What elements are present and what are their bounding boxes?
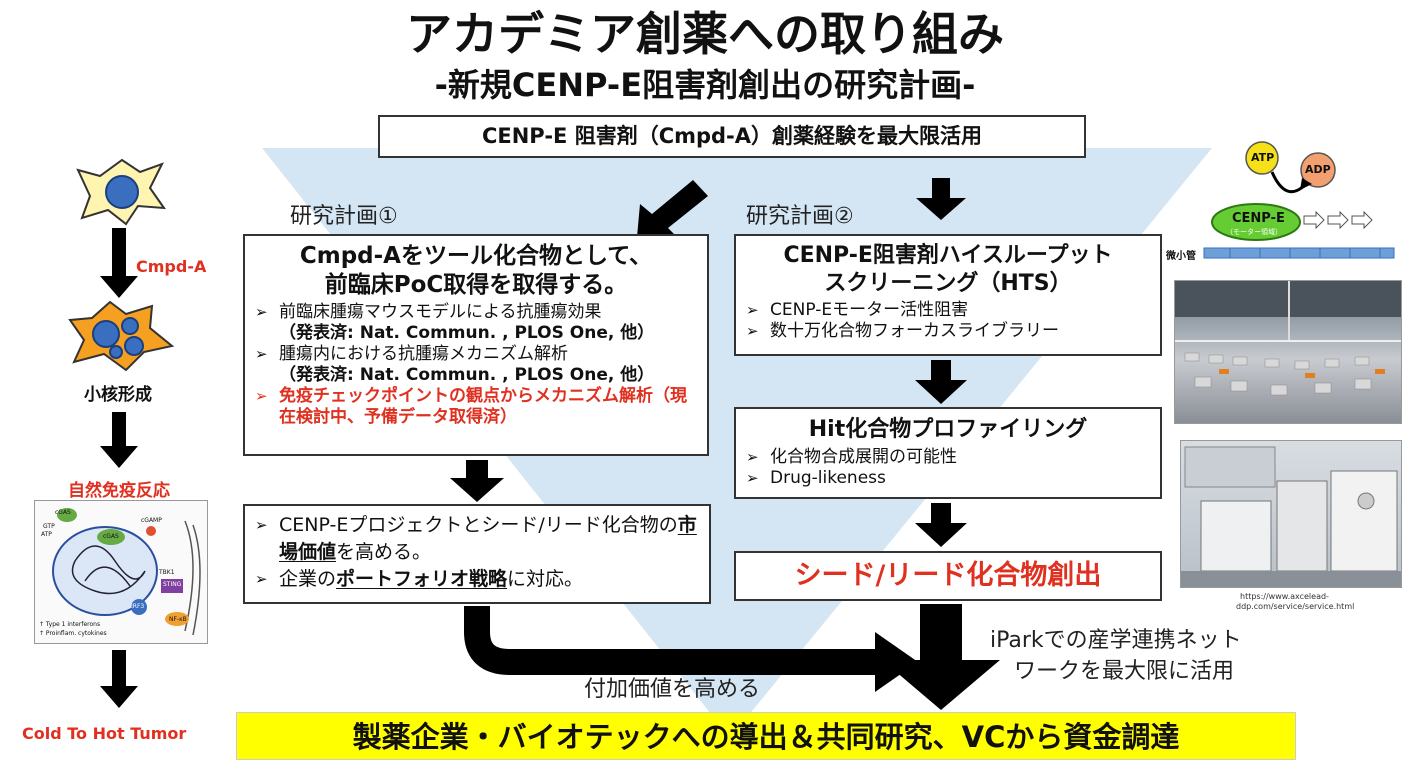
fig-text-cgas: cGAS [55,509,71,516]
ipark-text-1: iParkでの産学連携ネット [990,628,1242,653]
plan1-bullet-1: 前臨床腫瘍マウスモデルによる抗腫瘍効果（発表済: Nat. Commun. , … [253,302,699,344]
arrow-left-3 [100,650,138,708]
hit-bullet-1: 化合物合成展開の可能性 [744,447,1152,468]
value-bullet-2: 企業のポートフォリオ戦略に対応。 [253,566,701,593]
seed-lead-box: シード/リード化合物創出 [734,551,1162,601]
plan1-bullet-2: 腫瘍内における抗腫瘍メカニズム解析（発表済: Nat. Commun. , PL… [253,344,699,386]
added-value-text: 付加価値を高める [584,677,761,702]
page-title: アカデミア創薬への取り組み [406,7,1004,61]
cmpd-a-label: Cmpd-A [136,257,207,276]
curved-arrow-value-to-converge [464,606,880,675]
fig-text-sting: STING [163,581,182,588]
arrow-seed-to-banner [882,604,1000,710]
top-strategy-box: CENP-E 阻害剤（Cmpd-A）創薬経験を最大限活用 [378,115,1086,158]
cgas-sting-pathway-figure: cGAS cGAMP GTP ATP cGAS STING TBK1 IRF3 … [34,500,208,644]
plan2-bullet-1: CENP-Eモーター活性阻害 [744,300,1152,321]
arrow-plan1-to-value [450,460,504,502]
plan2-heading-2: スクリーニング（HTS） [824,271,1072,296]
arrow-to-plan2 [916,178,966,220]
plan2-bullet-2: 数十万化合物フォーカスライブラリー [744,321,1152,342]
plan1-box: Cmpd-Aをツール化合物として、 前臨床PoC取得を取得する。 前臨床腫瘍マウ… [243,234,709,456]
photo-url-2: ddp.com/service/service.html [1236,602,1355,611]
page-subtitle: -新規CENP-E阻害剤創出の研究計画- [434,66,976,104]
motor-domain-label: （モーター領域） [1226,228,1282,236]
seed-lead-text: シード/リード化合物創出 [794,560,1102,591]
top-strategy-text: CENP-E 阻害剤（Cmpd-A）創薬経験を最大限活用 [481,124,983,148]
cenpe-motor-illustration [1203,141,1395,259]
photo-url-1: https://www.axcelead- [1240,592,1329,601]
plan1-heading-2: 前臨床PoC取得を取得する。 [324,272,628,298]
plan1-heading-1: Cmpd-Aをツール化合物として、 [299,243,653,269]
hit-bullet-2: Drug-likeness [744,468,1152,489]
plan2-box: CENP-E阻害剤ハイスループット スクリーニング（HTS） CENP-Eモータ… [734,234,1162,356]
fig-text-gtp: GTP [43,523,55,530]
plan2-heading-1: CENP-E阻害剤ハイスループット [783,243,1113,268]
fig-text-irf3: IRF3 [131,603,145,610]
arrow-left-1 [100,228,138,298]
arrow-hit-to-seed [915,503,967,547]
micronucleus-label: 小核形成 [84,385,152,405]
bottom-banner-text: 製薬企業・バイオテックへの導出＆共同研究、VCから資金調達 [352,720,1180,754]
arrow-left-2 [100,412,138,468]
value-bullet-1: CENP-Eプロジェクトとシード/リード化合物の市場価値を高める。 [253,512,701,566]
fig-text-type1: ↑ Type 1 interferons [39,621,101,628]
plan1-bullets: 前臨床腫瘍マウスモデルによる抗腫瘍効果（発表済: Nat. Commun. , … [253,302,699,428]
plan1-label: 研究計画① [290,204,398,229]
adp-label: ADP [1305,163,1331,176]
microtubule-label: 微小管 [1166,251,1196,262]
arrow-plan2-to-hit [915,360,967,404]
plan1-bullet-3: 免疫チェックポイントの観点からメカニズム解析（現在検討中、予備データ取得済） [253,386,699,428]
fig-text-tbk1: TBK1 [159,569,175,576]
fig-text-atp: ATP [41,531,52,538]
atp-label: ATP [1251,151,1275,164]
plan2-label: 研究計画② [746,204,854,229]
fig-text-cgas-2: cGAS [103,533,119,540]
ipark-text-2: ワークを最大限に活用 [1014,659,1235,684]
arrow-to-plan1 [636,180,708,248]
value-box: CENP-Eプロジェクトとシード/リード化合物の市場価値を高める。 企業のポート… [243,504,711,604]
fig-text-proinflam: ↑ Proinflam. cytokines [39,630,107,637]
hts-robot-photo-2 [1180,440,1402,588]
fig-text-nfkb: NF-κB [169,616,187,623]
cell-illustration-micronucleus [68,300,175,372]
cenpe-label: CENP-E [1232,211,1285,226]
cell-illustration-1 [76,158,167,226]
hit-profiling-box: Hit化合物プロファイリング 化合物合成展開の可能性 Drug-likeness [734,407,1162,499]
innate-immunity-label: 自然免疫反応 [68,481,170,501]
hts-robot-photo-1 [1174,280,1402,424]
fig-text-cgamp: cGAMP [141,517,162,524]
bottom-banner: 製薬企業・バイオテックへの導出＆共同研究、VCから資金調達 [236,712,1296,760]
hit-heading: Hit化合物プロファイリング [808,417,1088,442]
cold-to-hot-label: Cold To Hot Tumor [22,724,187,743]
